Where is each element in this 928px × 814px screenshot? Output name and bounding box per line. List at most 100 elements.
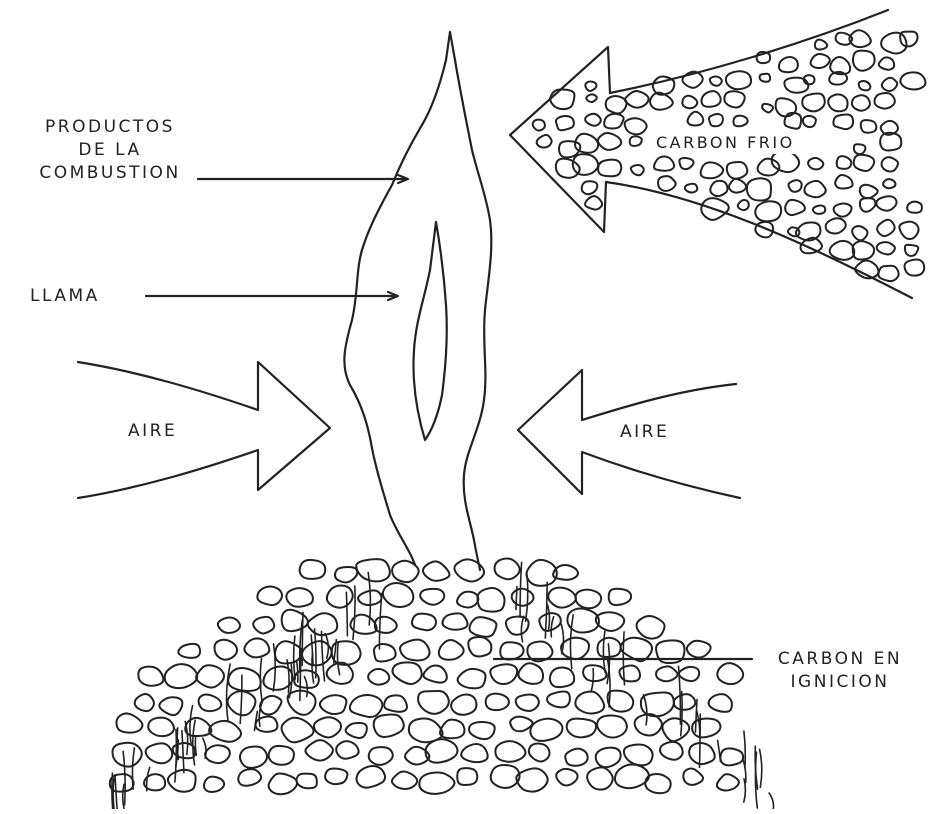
burning-coal-piece xyxy=(423,561,449,580)
burning-coal-piece xyxy=(683,769,703,785)
burning-coal-piece xyxy=(636,616,664,639)
burning-coal-piece xyxy=(439,640,464,660)
burning-coal-piece xyxy=(510,717,532,732)
burning-coal-piece xyxy=(516,768,547,791)
cold-coal-piece xyxy=(726,71,751,89)
cold-coal-piece xyxy=(830,241,855,260)
burning-coal-piece xyxy=(384,695,407,711)
burning-coal-piece xyxy=(240,746,267,767)
carbon-ignicion-line-2: IGNICION xyxy=(760,671,920,694)
burning-coal-piece xyxy=(495,559,520,580)
ember-flick xyxy=(769,793,773,809)
cold-coal-piece xyxy=(653,77,675,95)
burning-coal-piece xyxy=(575,691,604,713)
burning-coal-piece xyxy=(469,722,495,739)
cold-coal-piece xyxy=(905,245,918,256)
burning-coal-piece xyxy=(583,665,606,681)
ember-flick xyxy=(718,740,721,761)
productos-line-2: DE LA xyxy=(30,139,190,162)
burning-coal-piece xyxy=(209,721,241,742)
cold-coal-piece xyxy=(877,242,895,254)
cold-coal-piece xyxy=(833,115,853,130)
cold-coal-piece xyxy=(747,178,771,200)
cold-coal-pieces xyxy=(533,30,926,281)
llama-label: LLAMA xyxy=(30,285,100,308)
burning-coal-piece xyxy=(409,719,443,743)
burning-coal-piece xyxy=(199,694,222,711)
burning-coal-piece xyxy=(356,559,390,581)
ember-flick xyxy=(325,634,328,659)
burning-coal-piece xyxy=(392,772,417,789)
cold-coal-piece xyxy=(878,266,898,281)
cold-coal-piece xyxy=(582,181,598,194)
burning-coal-piece xyxy=(550,668,574,688)
burning-coal-piece xyxy=(490,664,517,684)
burning-coal-piece xyxy=(305,740,332,760)
cold-coal-piece xyxy=(815,40,827,50)
burning-coal-piece xyxy=(420,589,444,605)
burning-coal-piece xyxy=(375,617,397,633)
cold-coal-piece xyxy=(682,96,697,109)
cold-coal-piece xyxy=(826,218,846,233)
burning-coal-piece xyxy=(238,769,261,786)
ember-flick xyxy=(346,592,347,635)
inner-flame xyxy=(413,222,446,440)
burning-coal-piece xyxy=(529,743,550,761)
burning-coal-piece xyxy=(491,765,520,788)
ember-flick xyxy=(240,675,242,723)
cold-coal-piece xyxy=(834,204,852,217)
burning-coal-piece xyxy=(269,774,298,795)
cold-coal-piece xyxy=(802,94,825,112)
burning-coal-piece xyxy=(400,640,430,661)
burning-coal-piece xyxy=(468,637,491,656)
burning-coal-piece xyxy=(300,560,326,579)
productos-line-3: COMBUSTION xyxy=(30,162,190,185)
burning-coal-piece xyxy=(624,744,653,765)
burning-coal-piece xyxy=(165,664,198,688)
cold-coal-piece xyxy=(854,155,874,171)
burning-coal-piece xyxy=(336,741,358,759)
cold-coal-piece xyxy=(852,226,867,240)
ember-flick xyxy=(322,631,325,681)
burning-coal-piece xyxy=(383,583,413,607)
burning-coal-piece xyxy=(178,644,200,658)
burning-coal-piece xyxy=(596,748,621,768)
burning-coal-piece xyxy=(645,774,670,793)
burning-coal-piece xyxy=(392,662,421,684)
ember-flick xyxy=(551,617,553,637)
burning-coal-piece xyxy=(335,567,357,582)
cold-coal-piece xyxy=(808,158,823,170)
burning-coal-piece xyxy=(461,744,487,762)
burning-coal-piece xyxy=(526,560,556,586)
productos-label: PRODUCTOS DE LA COMBUSTION xyxy=(30,116,190,185)
burning-coal-piece xyxy=(368,669,389,685)
burning-coal-piece xyxy=(608,691,634,712)
cold-coal-piece xyxy=(658,176,676,191)
cold-coal-piece xyxy=(631,165,644,175)
burning-coal-piece xyxy=(709,694,732,712)
burning-coal-piece xyxy=(228,668,261,691)
ember-flick xyxy=(570,615,573,669)
burning-coal-piece xyxy=(469,617,496,637)
burning-coal-piece xyxy=(495,741,525,762)
cold-coal-piece xyxy=(907,202,922,213)
cold-coal-piece xyxy=(861,120,877,133)
burning-coal-piece xyxy=(350,695,382,717)
cold-coal-piece xyxy=(762,104,773,113)
cold-coal-piece xyxy=(604,114,623,129)
burning-coal-piece xyxy=(412,614,436,631)
burning-coal-piece xyxy=(609,589,631,605)
burning-coal-piece xyxy=(720,748,743,765)
cold-coal-piece xyxy=(835,175,852,189)
aire-right-label: AIRE xyxy=(620,421,669,444)
cold-coal-piece xyxy=(852,95,870,110)
cold-coal-piece xyxy=(537,135,552,148)
cold-coal-piece xyxy=(882,78,897,91)
cold-coal-piece xyxy=(709,114,723,126)
burning-coal-piece xyxy=(204,777,224,792)
cold-coal-piece xyxy=(550,89,574,109)
burning-coal-piece xyxy=(518,663,543,684)
cold-coal-piece xyxy=(853,51,875,71)
burning-coal-piece xyxy=(530,719,562,741)
